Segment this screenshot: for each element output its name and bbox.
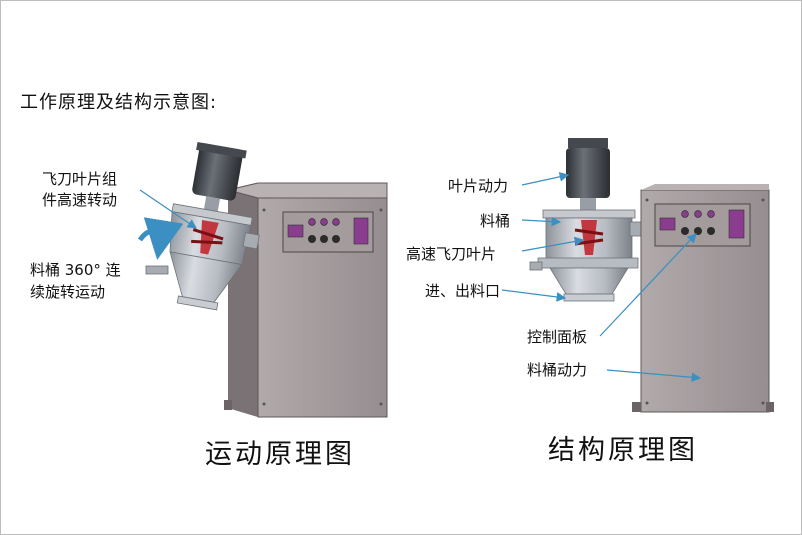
label-barrel: 料桶 [480, 212, 511, 230]
right-mixer-head [529, 138, 645, 302]
right-control-panel [654, 203, 751, 247]
right-caption: 结构原理图 [548, 435, 698, 466]
label-inlet-outlet: 进、出料口 [425, 282, 501, 300]
label-blade-power: 叶片动力 [448, 177, 509, 195]
inlet-outlet-leader [501, 289, 567, 302]
label-blade-line2: 件高速转动 [42, 191, 118, 209]
left-control-panel [282, 211, 374, 253]
label-control-panel: 控制面板 [527, 328, 588, 346]
left-caption: 运动原理图 [205, 439, 355, 470]
label-blade-line1: 飞刀叶片组 [42, 170, 118, 188]
fly-blade-leader [521, 236, 585, 252]
blade-leader-line [139, 189, 197, 229]
control-panel-leader [599, 233, 697, 337]
label-barrel-line1: 料桶 360° 连 [30, 261, 121, 279]
barrel-leader [521, 216, 562, 227]
blade-power-leader [521, 172, 570, 186]
label-barrel-power: 料桶动力 [527, 361, 588, 379]
left-machine [137, 141, 388, 418]
label-barrel-line2: 续旋转运动 [30, 283, 106, 301]
rotation-arrow-icon [137, 217, 184, 260]
figure-heading: 工作原理及结构示意图: [20, 92, 218, 113]
label-fly-blade: 高速飞刀叶片 [406, 245, 497, 263]
barrel-power-leader [606, 369, 702, 383]
